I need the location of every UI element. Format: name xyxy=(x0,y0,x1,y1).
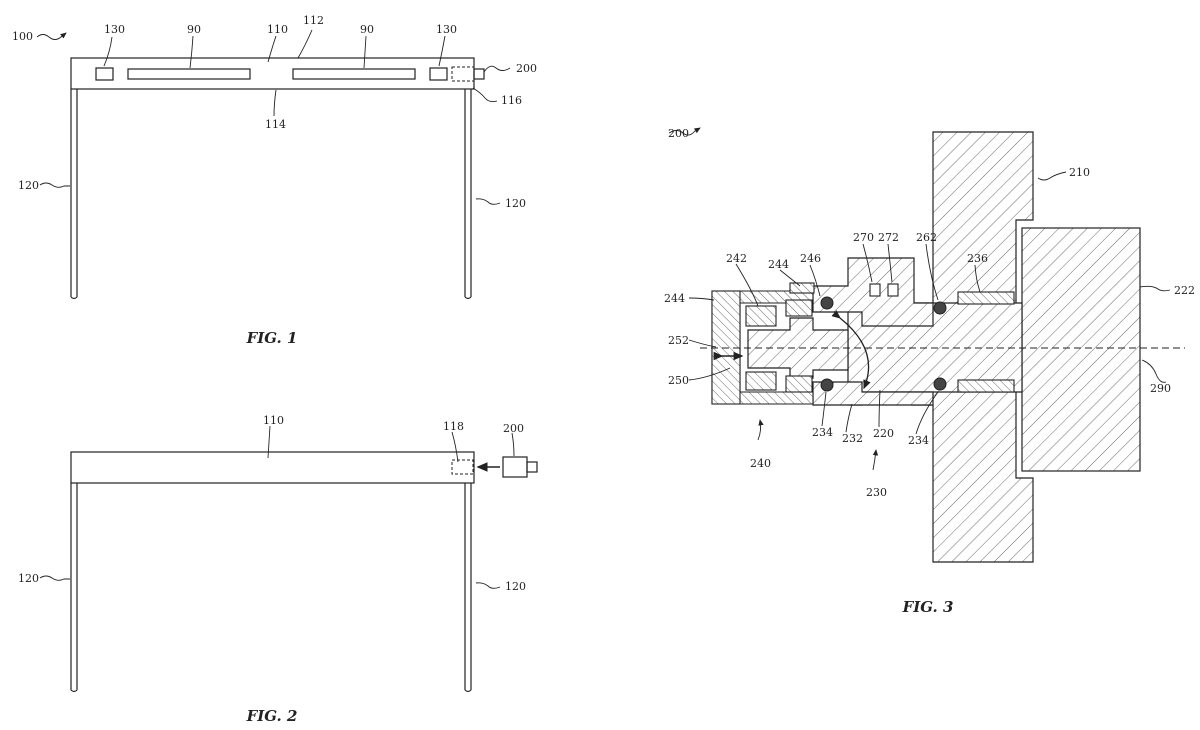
fig1-ref-100: 100 xyxy=(12,30,33,43)
spring-236-lower xyxy=(957,379,1015,393)
port-272 xyxy=(887,283,899,297)
fig1-ref-120-right: 120 xyxy=(505,197,526,210)
fig2-ref-110: 110 xyxy=(263,414,284,427)
leg-left xyxy=(70,483,78,693)
fig3-ref-232: 232 xyxy=(842,432,863,445)
fig3-ref-230: 230 xyxy=(866,486,887,499)
indicator-left xyxy=(95,67,114,81)
fig1-ref-130-right: 130 xyxy=(436,23,457,36)
fig3-ref-244-top: 244 xyxy=(768,258,789,271)
fig3-ref-234-left: 234 xyxy=(812,426,833,439)
fig1-ref-120-left: 120 xyxy=(18,179,39,192)
retainer-242-lower xyxy=(745,371,777,391)
base-block xyxy=(1021,227,1141,472)
fig3-ref-200: 200 xyxy=(668,127,689,140)
fig3-ref-242: 242 xyxy=(726,252,747,265)
fig3-ref-252: 252 xyxy=(668,334,689,347)
cap-front-plate xyxy=(711,290,741,405)
fig3-ref-262: 262 xyxy=(916,231,937,244)
fig1-ref-130-left: 130 xyxy=(104,23,125,36)
indicator-right xyxy=(429,67,448,81)
fig1-ref-116: 116 xyxy=(501,94,522,107)
fig1-ref-90-right: 90 xyxy=(360,23,374,36)
fig2-ref-120-right: 120 xyxy=(505,580,526,593)
fig2-ref-200: 200 xyxy=(503,422,524,435)
fig3-ref-270: 270 xyxy=(853,231,874,244)
seal-246-lower xyxy=(785,375,813,393)
port-270 xyxy=(869,283,881,297)
figure-2: 110 118 200 120 120 FIG. 2 xyxy=(18,414,538,725)
fig3-ref-244-left: 244 xyxy=(664,292,685,305)
table-top xyxy=(70,451,475,484)
display-strip-left xyxy=(127,68,251,80)
fig1-ref-90-left: 90 xyxy=(187,23,201,36)
fig3-ref-250: 250 xyxy=(668,374,689,387)
fig1-ref-200: 200 xyxy=(516,62,537,75)
fig3-ref-290: 290 xyxy=(1150,382,1171,395)
leg-left xyxy=(70,89,78,300)
collar-244 xyxy=(789,282,815,294)
fig1-caption: FIG. 1 xyxy=(246,329,298,347)
o-ring-234-upper-left xyxy=(820,296,834,310)
leg-right xyxy=(464,89,472,300)
leg-right xyxy=(464,483,472,693)
o-ring-234-lower-left xyxy=(820,378,834,392)
fig1-ref-112: 112 xyxy=(303,14,324,27)
retainer-242-upper xyxy=(745,305,777,327)
seal-246-upper xyxy=(785,299,813,317)
module-body xyxy=(502,456,528,478)
fig1-ref-114: 114 xyxy=(265,118,286,131)
fig3-ref-236: 236 xyxy=(967,252,988,265)
fig3-ref-246: 246 xyxy=(800,252,821,265)
fig3-ref-240: 240 xyxy=(750,457,771,470)
fig3-ref-234-right: 234 xyxy=(908,434,929,447)
receiving-slot-dashed xyxy=(451,459,474,475)
figure-3: 200 210 222 290 270 272 262 236 246 244 … xyxy=(664,127,1195,616)
display-strip-right xyxy=(292,68,416,80)
fig1-ref-110: 110 xyxy=(267,23,288,36)
spring-236 xyxy=(957,291,1015,305)
fig3-ref-222: 222 xyxy=(1174,284,1195,297)
fig3-ref-272: 272 xyxy=(878,231,899,244)
fig2-caption: FIG. 2 xyxy=(246,707,298,725)
fig3-ref-220: 220 xyxy=(873,427,894,440)
o-ring-262-upper xyxy=(933,301,947,315)
rotation-arrow xyxy=(831,310,871,390)
table-top xyxy=(70,57,475,90)
o-ring-234-lower-right xyxy=(933,377,947,391)
fig3-caption: FIG. 3 xyxy=(902,598,954,616)
figure-1: 100 130 90 110 112 90 130 200 116 114 12… xyxy=(12,14,537,347)
module-knob xyxy=(473,68,485,80)
fig3-ref-210: 210 xyxy=(1069,166,1090,179)
module-knob xyxy=(526,461,538,473)
fig2-ref-120-left: 120 xyxy=(18,572,39,585)
module-slot-dashed xyxy=(451,66,475,82)
fig2-ref-118: 118 xyxy=(443,420,464,433)
